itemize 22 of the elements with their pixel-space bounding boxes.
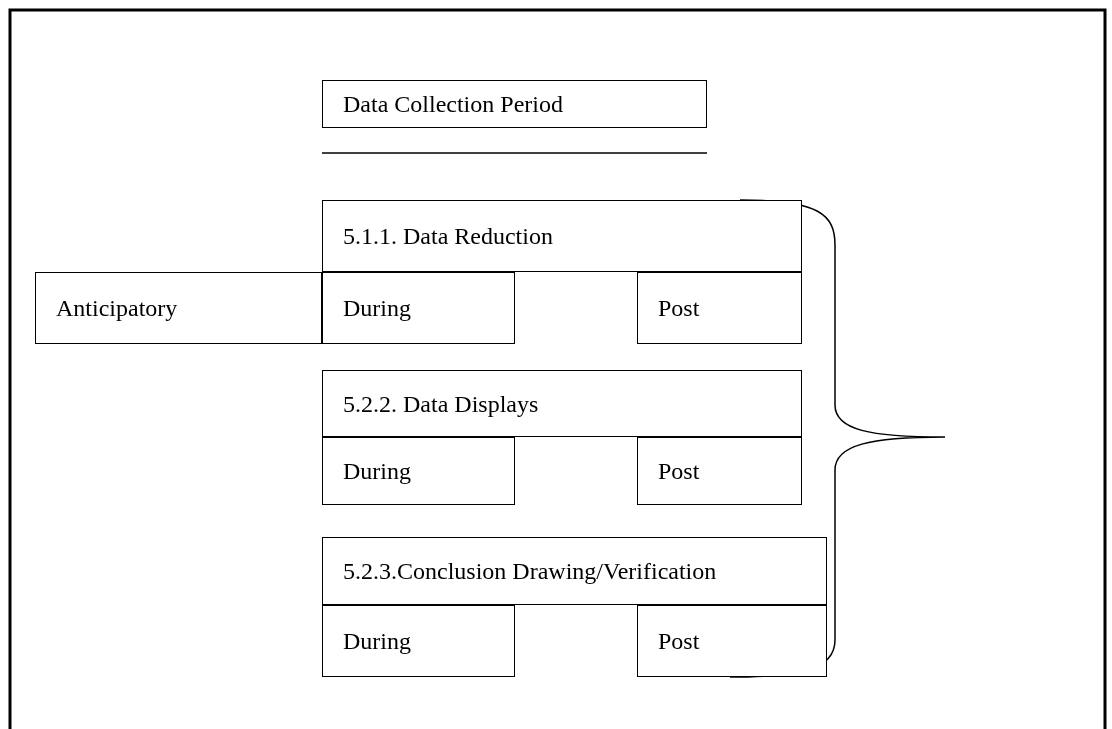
heading-box: [322, 200, 802, 272]
heading-box: [322, 537, 827, 605]
heading-box: [322, 370, 802, 437]
box-label: Data Collection Period: [343, 90, 563, 118]
phase-box: [322, 272, 515, 344]
box-label: Post: [658, 457, 700, 485]
phase-box: [637, 605, 827, 677]
box-label: During: [343, 294, 411, 322]
box-label: 5.1.1. Data Reduction: [343, 222, 553, 250]
box-label: Post: [658, 627, 700, 655]
box-label: 5.2.2. Data Displays: [343, 390, 539, 417]
phase-box: [637, 437, 802, 505]
phase-box: [35, 272, 322, 344]
phase-box: [637, 272, 802, 344]
box-label: During: [343, 627, 411, 655]
period-box: [322, 80, 707, 128]
phase-box: [322, 437, 515, 505]
box-label: 5.2.3.Conclusion Drawing/Verification: [343, 557, 717, 585]
box-label: During: [343, 457, 411, 485]
phase-box: [322, 605, 515, 677]
box-label: Post: [658, 294, 700, 322]
box-label: Anticipatory: [56, 294, 178, 322]
